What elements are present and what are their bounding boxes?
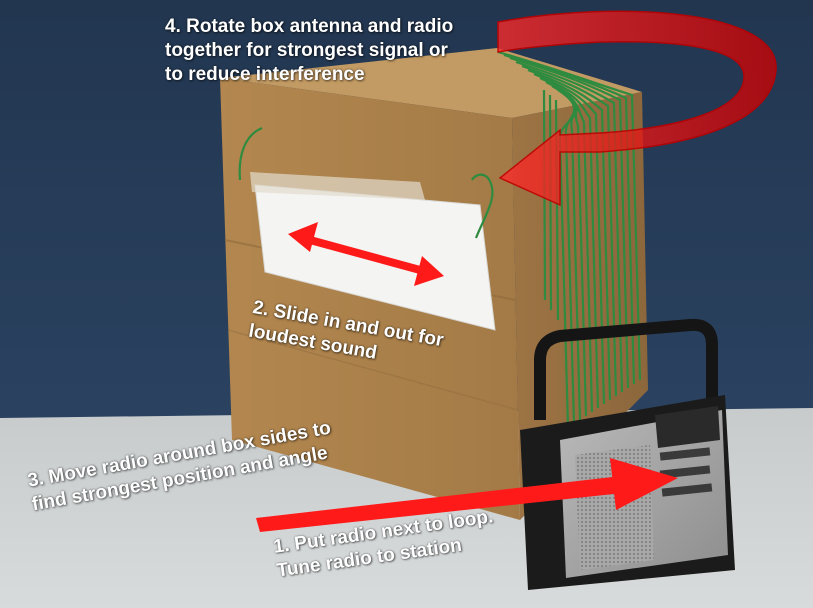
- rotation-arrow: [497, 10, 777, 207]
- wire-loop-antenna: [238, 50, 642, 429]
- move-arrow: [256, 458, 678, 532]
- tuning-dial: [655, 406, 720, 448]
- caption-step-4-line-2: together for strongest signal or: [165, 40, 448, 61]
- caption-step-4-line-1: 4. Rotate box antenna and radio: [165, 16, 454, 37]
- radio-handle: [534, 318, 718, 420]
- slide-arrow: [288, 222, 444, 286]
- caption-step-4: 4. Rotate box antenna and radio together…: [165, 15, 453, 87]
- caption-step-4-line-3: to reduce interference: [165, 64, 365, 85]
